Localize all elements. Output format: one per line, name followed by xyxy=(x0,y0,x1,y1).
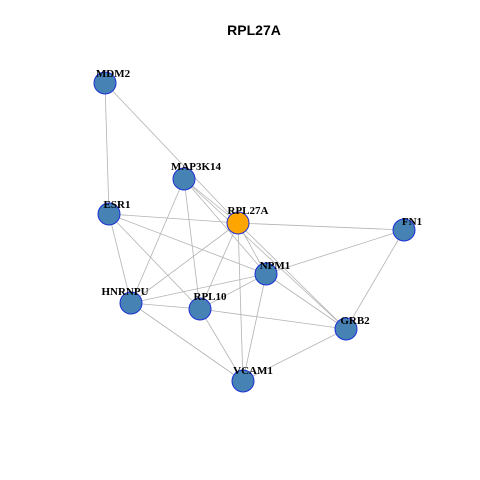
edge-mdm2-esr1 xyxy=(104,82,110,215)
node-label-vcam1: VCAM1 xyxy=(233,365,273,377)
node-fn1 xyxy=(392,218,416,242)
edge-hnrnpu-vcam1 xyxy=(130,302,244,382)
node-label-grb2: GRB2 xyxy=(340,315,370,327)
node-label-rpl10: RPL10 xyxy=(194,291,228,303)
node-vcam1 xyxy=(231,369,255,393)
edge-mdm2-rpl27a xyxy=(104,82,239,224)
edge-npm1-rpl10 xyxy=(199,273,267,310)
node-label-npm1: NPM1 xyxy=(260,260,291,272)
edge-rpl27a-hnrnpu xyxy=(130,222,239,304)
edge-npm1-hnrnpu xyxy=(130,273,267,304)
node-label-hnrnpu: HNRNPU xyxy=(101,286,148,298)
edge-rpl27a-rpl10 xyxy=(199,222,239,310)
node-label-map3k14: MAP3K14 xyxy=(171,161,222,173)
node-grb2 xyxy=(334,317,358,341)
node-label-mdm2: MDM2 xyxy=(96,68,131,80)
node-rpl27a xyxy=(226,211,250,235)
edge-grb2-vcam1 xyxy=(242,328,347,382)
edge-layer xyxy=(104,82,405,382)
node-layer xyxy=(93,71,416,393)
edge-hnrnpu-rpl10 xyxy=(130,302,201,310)
edge-esr1-hnrnpu xyxy=(108,213,132,304)
edge-rpl27a-grb2 xyxy=(237,222,347,330)
edge-map3k14-rpl27a xyxy=(183,178,239,224)
edge-fn1-npm1 xyxy=(265,229,405,275)
edge-map3k14-grb2 xyxy=(183,178,347,330)
edge-rpl27a-vcam1 xyxy=(237,222,244,382)
edge-map3k14-npm1 xyxy=(183,178,267,275)
node-label-rpl27a: RPL27A xyxy=(228,205,269,217)
edge-esr1-rpl27a xyxy=(108,213,239,224)
edge-npm1-grb2 xyxy=(265,273,347,330)
edge-fn1-grb2 xyxy=(345,229,405,330)
edge-map3k14-hnrnpu xyxy=(130,178,185,304)
node-esr1 xyxy=(97,202,121,226)
edge-rpl10-vcam1 xyxy=(199,308,244,382)
edge-rpl10-grb2 xyxy=(199,308,347,330)
edge-esr1-rpl10 xyxy=(108,213,201,310)
node-mdm2 xyxy=(93,71,117,95)
node-label-fn1: FN1 xyxy=(402,216,422,228)
node-label-esr1: ESR1 xyxy=(104,199,131,211)
node-hnrnpu xyxy=(119,291,143,315)
edge-map3k14-rpl10 xyxy=(183,178,201,310)
node-rpl10 xyxy=(188,297,212,321)
node-npm1 xyxy=(254,262,278,286)
graph-title: RPL27A xyxy=(227,22,281,38)
edge-esr1-npm1 xyxy=(108,213,267,275)
edge-npm1-vcam1 xyxy=(242,273,267,382)
node-map3k14 xyxy=(172,167,196,191)
edge-rpl27a-fn1 xyxy=(237,222,405,231)
